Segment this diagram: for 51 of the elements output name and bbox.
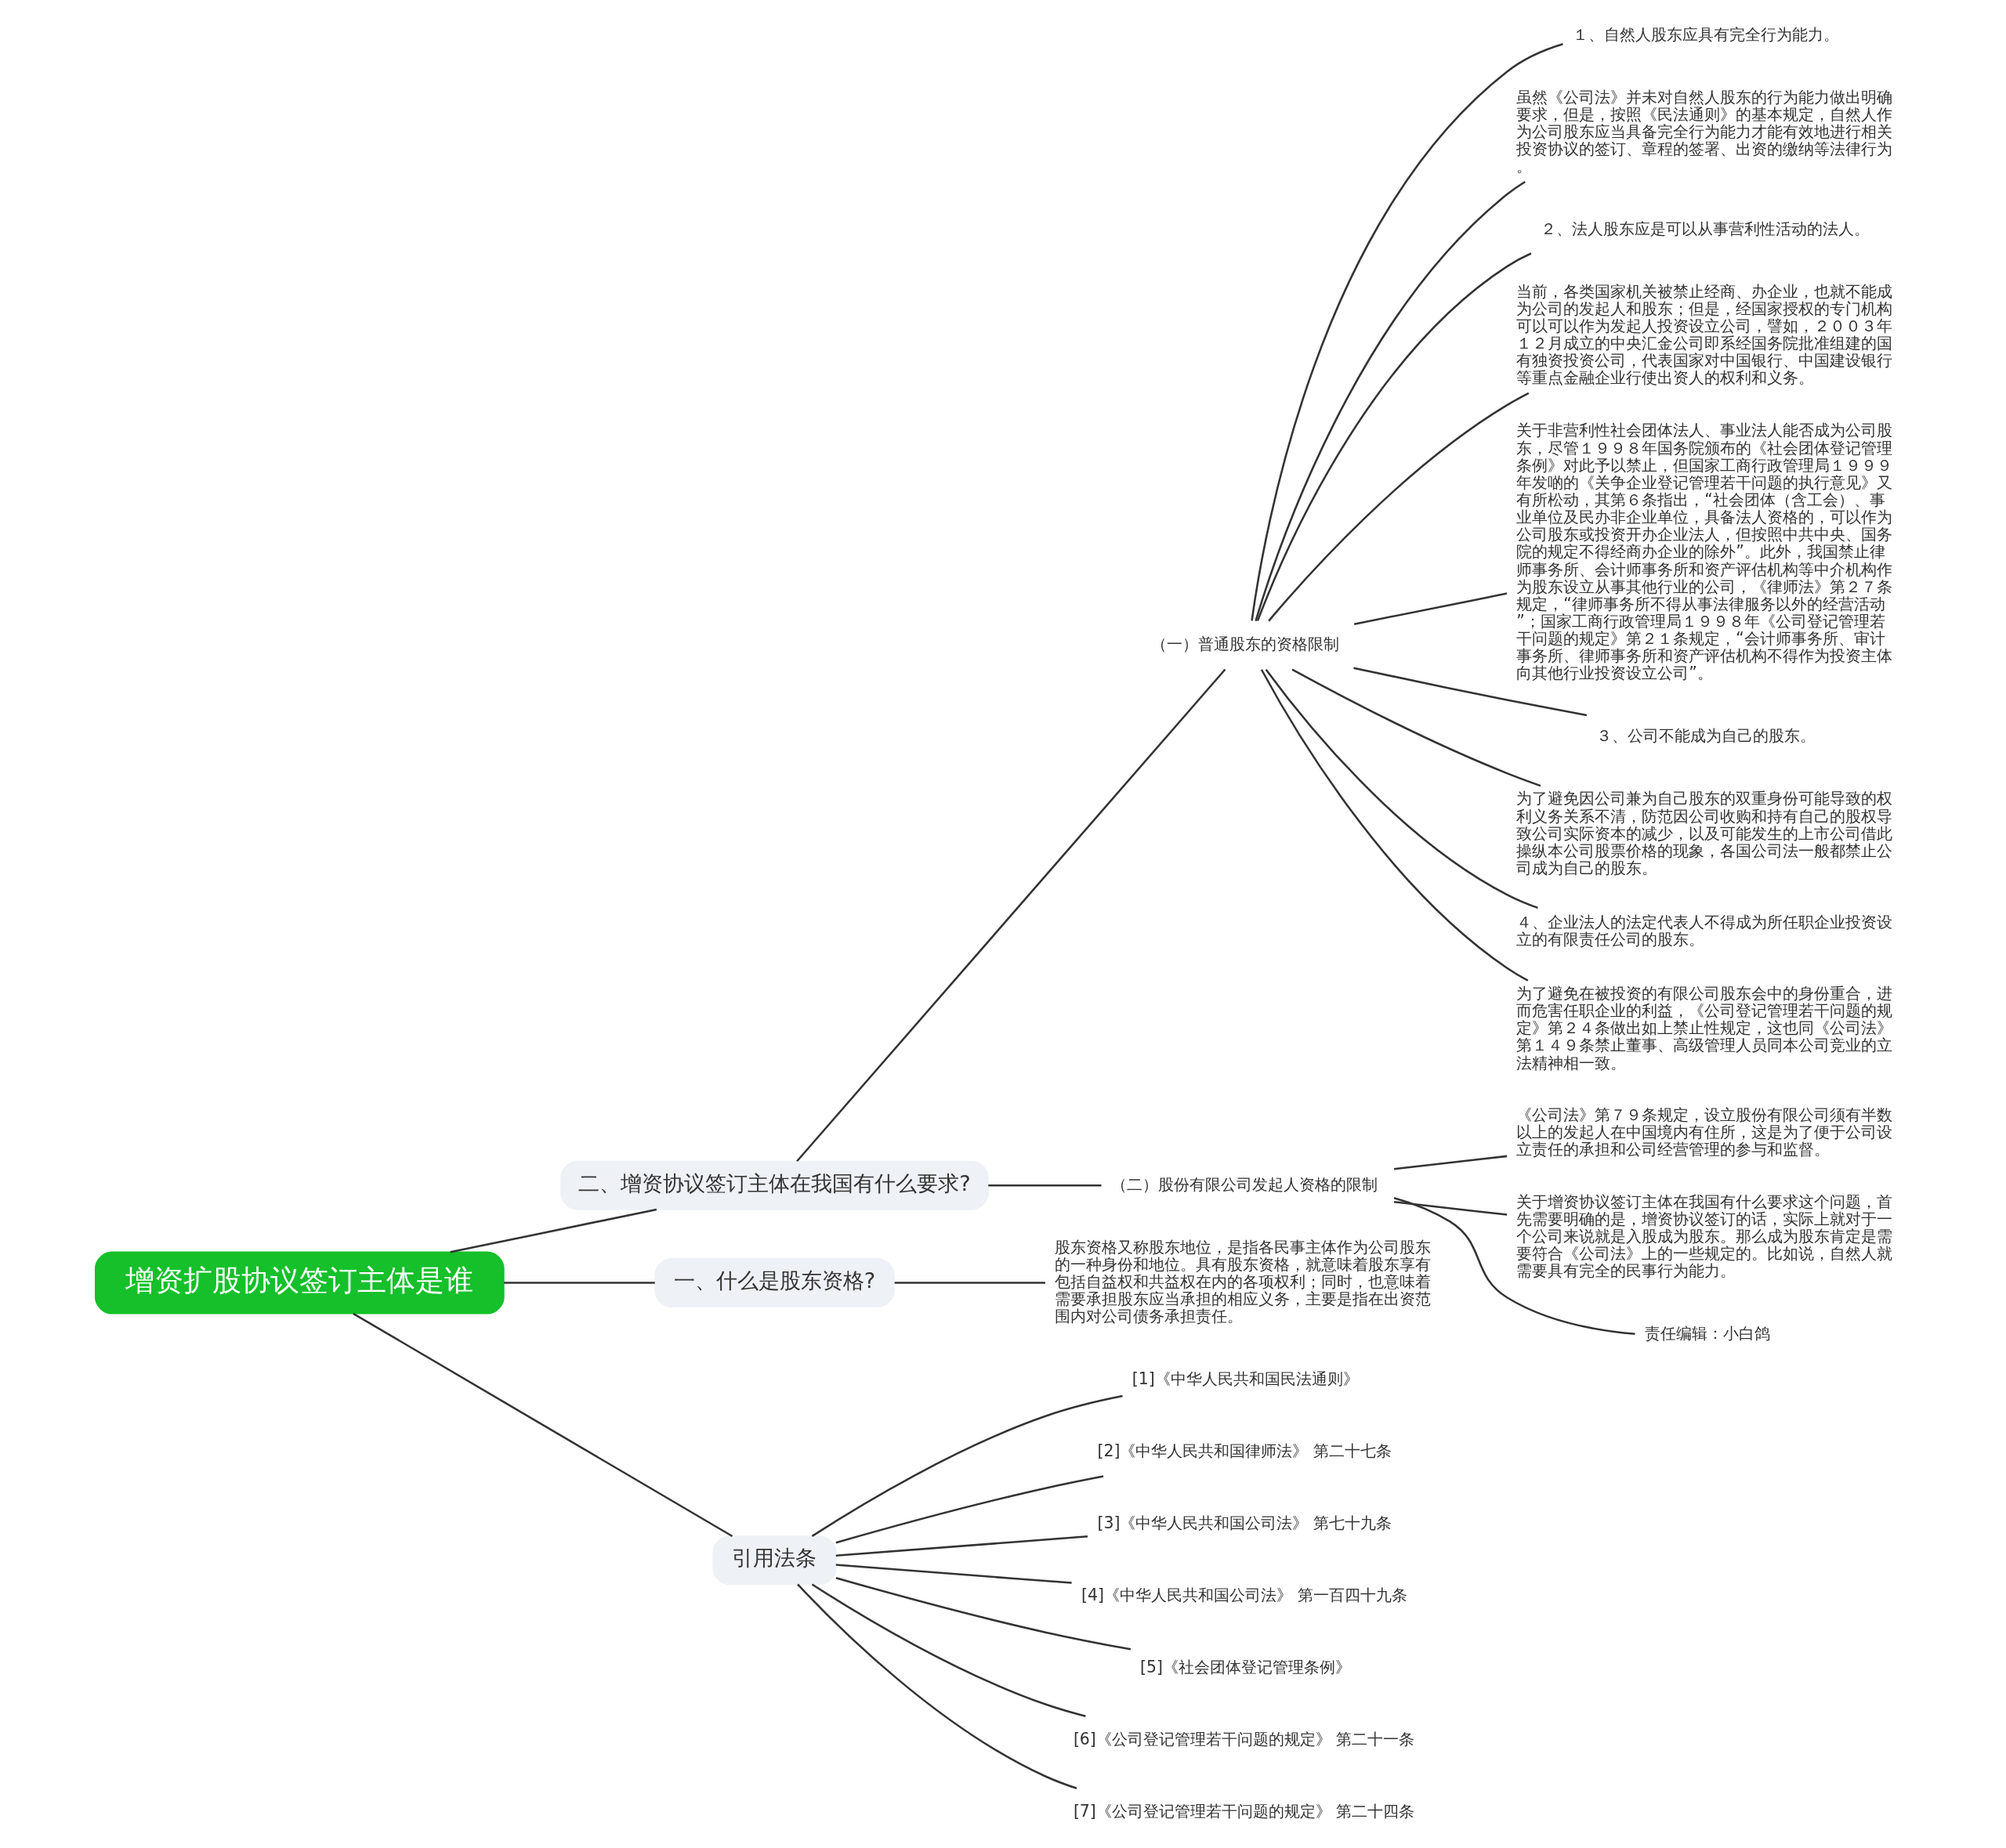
node-box: 二、增资协议签订主体在我国有什么要求? — [559, 1160, 989, 1210]
connector — [835, 1564, 1072, 1584]
connector — [450, 1208, 657, 1253]
node-text: [7]《公司登记管理若干问题的规定》 第二十四条 — [1073, 1801, 1414, 1821]
connector — [1352, 667, 1587, 717]
connector — [894, 1282, 1045, 1284]
node-text: 关于非营利性社会团体法人、事业法人能否成为公司股东，尽管１９９８年国务院颁布的《社会团体登记管理条例》对此予以禁止，但国家工商行政管理局１９９９年发啲的《关争企业登记管理若干问题的执行意见》又有所松动，其第６条指出，“社会团体（含工会）、事业单位及民办非企业单位，具备法人资格的，可以作为公司股东或投资开办企业法人，但按照中共中央、国务院的规定不得经商办企业的除外”。此外，我国禁止律师事务所、会计师事务所和资产评估机构等中介机构作为股东设立从事其他行业的公司，《律师法》第２７条规定，“律师事务所不得从事法律服务以外的经营活动”；国家工商行政管理局１９９８年《公司登记管理若干问题的规定》第２１条规定，“会计师事务所、审计事务所、律师事务所和资产评估机构不得作为投资主体向其他行业投资设立公司”。 — [1515, 421, 1892, 683]
node-text: （二）股份有限公司发起人资格的限制 — [1110, 1174, 1378, 1194]
connector — [987, 1184, 1101, 1187]
node-text: 责任编辑：小白鸽 — [1644, 1324, 1770, 1344]
connector — [811, 1394, 1123, 1537]
node-text: [4]《中华人民共和国公司法》 第一百四十九条 — [1081, 1585, 1407, 1604]
node-text: 为了避免在被投资的有限公司股东会中的身份重合，进而危害任职企业的利益，《公司登记管理若干问题的规定》第２４条做出如上禁止性规定，这也同《公司法》第１４９条禁止董事、高级管理人员同本公司竞业的立法精神相一致。 — [1515, 984, 1892, 1072]
connector — [352, 1312, 733, 1538]
connector — [1393, 1200, 1507, 1216]
node-text: ２、法人股东应是可以从事营利性活动的法人。 — [1540, 219, 1870, 239]
connector — [1267, 392, 1529, 622]
node-text: 当前，各类国家机关被禁止经商、办企业，也就不能成为公司的发起人和股东；但是，经国家授权的专门机构可以可以作为发起人投资设立公司，譬如，２００３年１２月成立的中央汇金公司即系经国务院批准组建的国有独资投资公司，代表国家对中国银行、中国建设银行等重点金融企业行使出资人的权利和义务。 — [1515, 281, 1892, 388]
node-text: １、自然人股东应具有完全行为能力。 — [1572, 24, 1839, 44]
connector — [503, 1282, 655, 1284]
node-box: 增资扩股协议签订主体是谁 — [94, 1251, 505, 1315]
connector — [1353, 592, 1507, 625]
connector — [1393, 1197, 1635, 1336]
connector — [1250, 43, 1563, 621]
connector — [835, 1576, 1131, 1651]
node-text: 《公司法》第７９条规定，设立股份有限公司须有半数以上的发起人在中国境内有住所，这是为了便于公司设立责任的承担和公司经营管理的参与和监督。 — [1515, 1105, 1892, 1159]
node-box: 一、什么是股东资格? — [654, 1258, 895, 1308]
node-text: ４、企业法人的法定代表人不得成为所任职企业投资设立的有限责任公司的股东。 — [1515, 912, 1892, 949]
connector — [796, 1583, 1077, 1790]
connector — [1291, 668, 1541, 787]
node-text: 虽然《公司法》并未对自然人股东的行为能力做出明确要求，但是，按照《民法通则》的基本规定，自然人作为公司股东应当具备完全行为能力才能有效地进行相关投资协议的签订、章程的签署、出资的缴纳等法律行为。 — [1515, 87, 1892, 176]
node-text: 关于增资协议签订主体在我国有什么要求这个问题，首先需要明确的是，增资协议签订的话，实际上就对于一个公司来说就是入股成为股东。那么成为股东肯定是需要符合《公司法》上的一些规定的。比如说，自然人就需要具有完全的民事行为能力。 — [1515, 1192, 1892, 1281]
connector — [1393, 1155, 1507, 1170]
connector — [1265, 668, 1538, 910]
node-text: [2]《中华人民共和国律师法》 第二十七条 — [1097, 1441, 1392, 1461]
node-text: [6]《公司登记管理若干问题的规定》 第二十一条 — [1073, 1729, 1414, 1749]
node-text: 股东资格又称股东地位，是指各民事主体作为公司股东的一种身份和地位。具有股东资格，就意味着股东享有包括自益权和共益权在内的各项权利；同时，也意味着需要承担股东应当承担的相应义务，主要是指在出资范围内对公司债务承担责任。 — [1054, 1237, 1431, 1326]
node-text: ３、公司不能成为自己的股东。 — [1595, 726, 1816, 746]
connector — [795, 668, 1226, 1163]
node-box: 引用法条 — [712, 1535, 837, 1586]
node-text: [3]《中华人民共和国公司法》 第七十九条 — [1097, 1513, 1392, 1532]
node-text: （一）普通股东的资格限制 — [1150, 634, 1339, 653]
connector — [811, 1583, 1086, 1717]
node-text: [1]《中华人民共和国民法通则》 — [1132, 1369, 1359, 1389]
connector — [1256, 252, 1531, 621]
connector — [835, 1535, 1088, 1557]
connector — [1260, 669, 1528, 982]
node-text: [5]《社会团体登记管理条例》 — [1139, 1657, 1351, 1676]
connector — [1254, 180, 1526, 622]
connector — [835, 1475, 1103, 1544]
node-text: 为了避免因公司兼为自己股东的双重身份可能导致的权利义务关系不清，防范因公司收购和持有自己的股权导致公司实际资本的减少，以及可能发生的上市公司借此操纵本公司股票价格的现象，各国公司法一般都禁止公司成为自己的股东。 — [1515, 789, 1892, 877]
